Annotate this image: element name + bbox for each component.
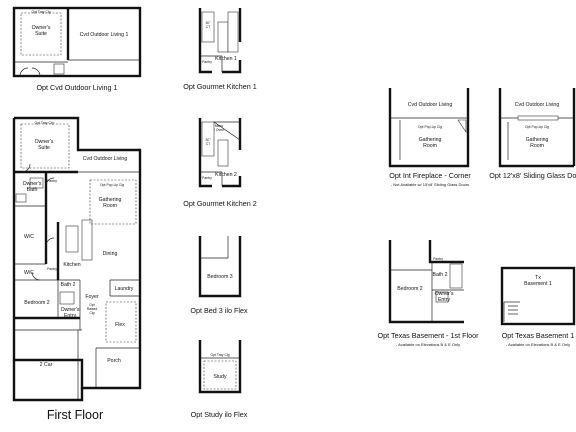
- cvd-outdoor-living-1-label: Cvd Outdoor Living 1: [80, 32, 129, 38]
- plan-gourmet-kitchen-1: 30"CT Pantry Kitchen 1 Opt Gourmet Kitch…: [183, 8, 257, 91]
- micro-oven-note: Micro/ Oven: [214, 124, 224, 132]
- basement1-title: Opt Texas Basement - 1st Floor: [378, 331, 480, 340]
- pantry-label-1: Pantry: [202, 60, 212, 64]
- ff-two-car: 2 Car: [40, 362, 53, 368]
- fp-popup-clg: Opt Pop-Up Clg: [418, 125, 442, 129]
- sg-popup-clg: Opt Pop-Up Clg: [525, 125, 549, 129]
- fireplace-note: - Not Available w/ 15'x8' Sliding Glass …: [391, 182, 469, 187]
- study-label: Study: [213, 374, 227, 380]
- opt-tray-clg-label: Opt Tray Clg: [31, 10, 50, 14]
- study-tray-clg: Opt Tray Clg: [210, 353, 229, 357]
- ct-note-2: 30"CT: [206, 138, 212, 146]
- kitchen1-label: Kitchen 1: [215, 56, 237, 62]
- bed3-title: Opt Bed 3 ilo Flex: [190, 306, 248, 315]
- fireplace-title: Opt Int Fireplace - Corner: [389, 171, 471, 180]
- ff-popup-clg: Opt Pop-Up Clg: [100, 183, 124, 187]
- ff-wic-lower: W/C: [24, 270, 34, 276]
- tb-pantry: Pantry: [433, 257, 443, 261]
- ff-foyer: Foyer: [85, 294, 99, 300]
- ff-kitchen: Kitchen: [63, 262, 80, 268]
- ff-pantry: Pantry: [47, 179, 57, 183]
- ct-note-1: 30"CT: [206, 21, 212, 29]
- basement1-note: - Available on Elevations B & E Only: [396, 342, 460, 347]
- ff-bath2: Bath 2: [61, 282, 76, 288]
- tb-bedroom2: Bedroom 2: [397, 286, 422, 292]
- pantry-label-2: Pantry: [202, 176, 212, 180]
- ff-wic-upper: W/C: [24, 234, 34, 240]
- gourmet1-title: Opt Gourmet Kitchen 1: [183, 82, 257, 91]
- first-floor-title: First Floor: [47, 408, 103, 422]
- gourmet2-title: Opt Gourmet Kitchen 2: [183, 199, 257, 208]
- ff-porch: Porch: [107, 358, 121, 364]
- plan-study-ilo-flex: Opt Tray Clg Study Opt Study ilo Flex: [191, 340, 248, 419]
- ff-tray-clg: Opt Tray Clg: [34, 121, 53, 125]
- ff-flex: Flex: [115, 322, 125, 328]
- ff-laundry: Laundry: [115, 286, 134, 292]
- kitchen2-label: Kitchen 2: [215, 172, 237, 178]
- tb-bath2: Bath 2: [433, 272, 448, 278]
- ff-pantry-2: Pantry: [47, 267, 57, 271]
- basement2-title: Opt Texas Basement 1: [502, 331, 575, 340]
- plan-sliding-glass-door: Cvd Outdoor Living Opt Pop-Up Clg Gather…: [489, 88, 576, 180]
- fp-cvd-outdoor-living: Cvd Outdoor Living: [408, 102, 453, 108]
- bedroom3-label: Bedroom 3: [207, 274, 232, 280]
- sliding-title: Opt 12'x8' Sliding Glass Door: [489, 171, 576, 180]
- study-title: Opt Study ilo Flex: [191, 410, 248, 419]
- plan-bed3-ilo-flex: Bedroom 3 Opt Bed 3 ilo Flex: [190, 236, 248, 315]
- sg-cvd-outdoor-living: Cvd Outdoor Living: [515, 102, 560, 108]
- ff-bedroom2: Bedroom 2: [24, 300, 49, 306]
- plan-int-fireplace-corner: Cvd Outdoor Living Opt Pop-Up Clg Gather…: [388, 88, 471, 187]
- ff-dining: Dining: [103, 251, 118, 257]
- ff-cvd-outdoor-living: Cvd Outdoor Living: [83, 156, 128, 162]
- cvd-living1-title: Opt Cvd Outdoor Living 1: [36, 83, 117, 92]
- basement2-note: - Available on Elevations B & E Only: [506, 342, 570, 347]
- plan-gourmet-kitchen-2: Micro/ Oven 30"CT Pantry Kitchen 2 Opt G…: [183, 118, 257, 208]
